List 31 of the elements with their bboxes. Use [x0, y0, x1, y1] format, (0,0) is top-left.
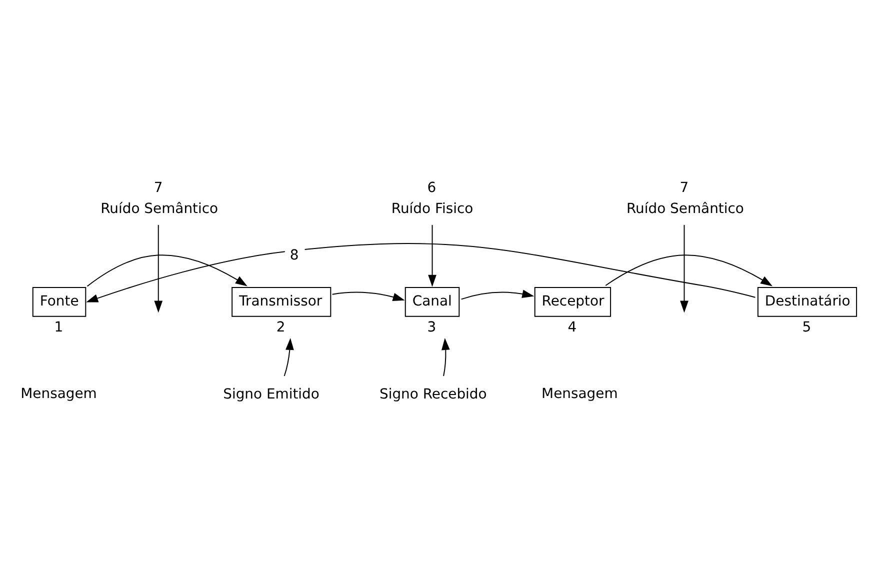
node-label: 6 — [427, 180, 436, 196]
arrow — [154, 224, 163, 313]
node-label: 3 — [427, 320, 436, 336]
node-box: Canal — [404, 287, 460, 317]
node-box: Receptor — [534, 287, 612, 317]
arrow — [460, 290, 534, 300]
node-box: Transmissor — [232, 287, 332, 317]
arrow — [86, 254, 248, 287]
edge-label: 8 — [290, 247, 299, 264]
node-label: 2 — [276, 320, 286, 336]
arrow — [428, 224, 436, 287]
node-text: Signo Recebido — [379, 386, 487, 402]
label: Mensagem — [542, 386, 618, 402]
node-label: 1 — [54, 320, 64, 336]
arrow — [605, 254, 772, 286]
arrow — [680, 224, 688, 313]
arrow — [442, 338, 450, 376]
arrow — [284, 338, 294, 376]
node-box: Fonte — [32, 287, 86, 317]
node-label: 5 — [802, 320, 812, 336]
node-box: Destinatário — [757, 287, 858, 317]
node-label: 7 — [154, 180, 163, 196]
node-text: Ruído Semântico — [100, 201, 218, 218]
arrow — [332, 292, 405, 302]
label: Mensagem — [20, 386, 97, 402]
node-text: Ruído Semântico — [626, 201, 744, 218]
node-label: 4 — [568, 320, 577, 336]
node-label: 7 — [680, 180, 689, 196]
node-text: Signo Emitido — [223, 386, 320, 402]
arrow — [86, 243, 756, 302]
node-text: Ruído Fisico — [391, 201, 474, 218]
